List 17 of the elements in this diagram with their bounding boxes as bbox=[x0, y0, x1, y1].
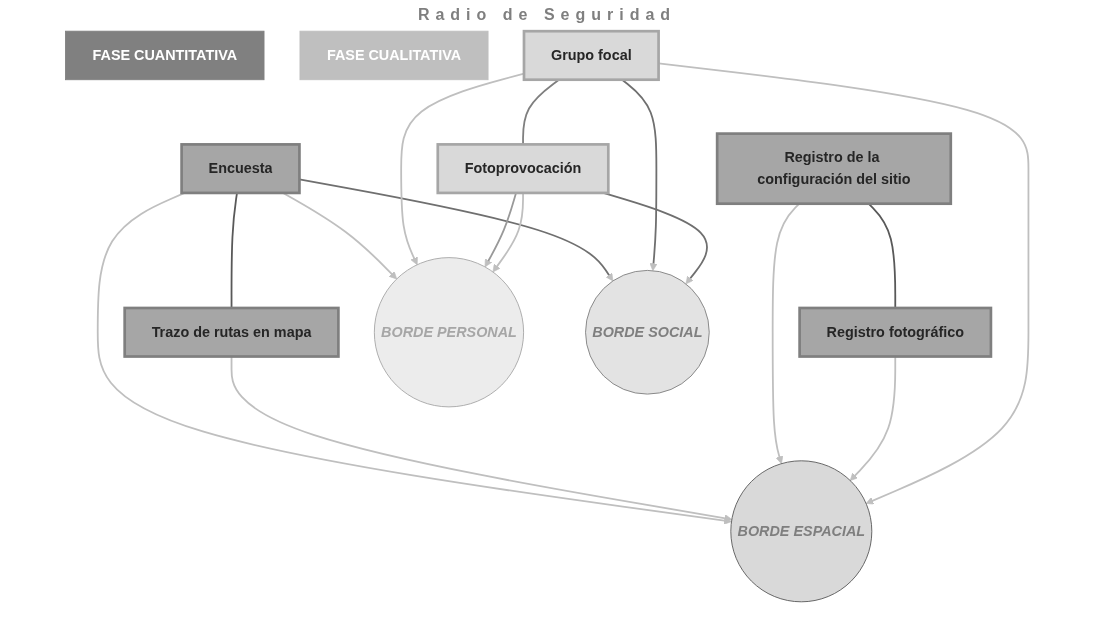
arrow bbox=[400, 72, 525, 266]
node-circle: BORDE SOCIAL bbox=[585, 269, 710, 395]
arrow bbox=[484, 192, 517, 268]
node-box: FASE CUALITATIVA bbox=[299, 30, 489, 81]
arrow bbox=[492, 192, 524, 273]
node-circle: BORDE ESPACIAL bbox=[730, 460, 873, 603]
node-circle: BORDE PERSONAL bbox=[373, 257, 525, 408]
node-box: Encuesta bbox=[180, 143, 301, 195]
node-box: Registro fotográfico bbox=[798, 306, 993, 358]
diagram-title: Radio de Seguridad bbox=[416, 6, 678, 24]
node-box: Fotoprovocación bbox=[436, 143, 610, 195]
node-box: Grupo focal bbox=[522, 29, 660, 82]
node-box: Trazo de rutas en mapa bbox=[123, 306, 340, 358]
node-box: FASE CUANTITATIVA bbox=[65, 30, 265, 81]
arrow bbox=[96, 192, 732, 525]
node-box: Registro de la configuración del sitio bbox=[715, 132, 953, 206]
arrow bbox=[282, 192, 398, 280]
